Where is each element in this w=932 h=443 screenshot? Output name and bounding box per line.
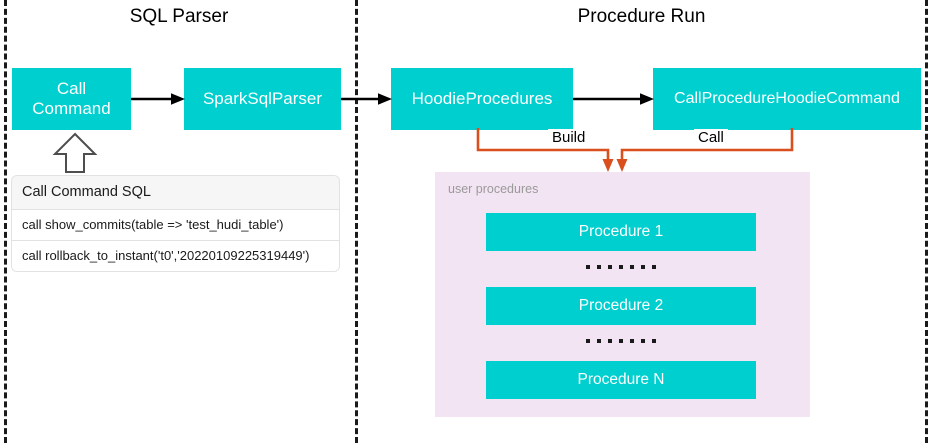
procedure-box[interactable]: Procedure 2 (486, 287, 756, 325)
procedure-ellipsis (486, 338, 756, 344)
procedure-box[interactable]: Procedure N (486, 361, 756, 399)
procedure-ellipsis (486, 264, 756, 270)
user-procedures-caption: user procedures (448, 182, 539, 196)
section-divider-middle (355, 0, 358, 443)
node-call-command[interactable]: Call Command (12, 68, 131, 130)
section-divider-right (925, 0, 928, 443)
node-call-procedure-hoodie-command[interactable]: CallProcedureHoodieCommand (653, 68, 921, 130)
connector-label-build: Build (548, 129, 590, 146)
section-divider-left (4, 0, 7, 443)
procedure-box[interactable]: Procedure 1 (486, 213, 756, 251)
node-hoodie-procedures[interactable]: HoodieProcedures (391, 68, 573, 130)
sql-table-row: call rollback_to_instant('t0','202201092… (12, 241, 339, 271)
section-title-sql-parser: SQL Parser (129, 6, 229, 27)
flow-arrow-right-icon (573, 93, 654, 105)
call-command-sql-table: Call Command SQL call show_commits(table… (12, 176, 339, 271)
sql-table-row: call show_commits(table => 'test_hudi_ta… (12, 210, 339, 241)
flow-arrow-right-icon (131, 93, 185, 105)
orange-connector-group (476, 128, 794, 172)
section-title-procedure-run: Procedure Run (577, 6, 706, 27)
node-spark-sql-parser[interactable]: SparkSqlParser (184, 68, 341, 130)
sql-table-header: Call Command SQL (12, 176, 339, 210)
hollow-up-arrow-icon (52, 132, 98, 173)
flow-arrow-right-icon (341, 93, 392, 105)
connector-label-call: Call (694, 129, 728, 146)
